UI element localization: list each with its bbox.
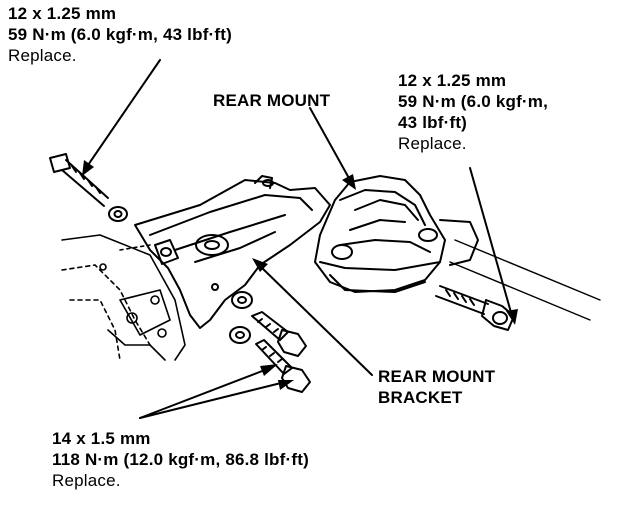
top-left-bolt-note: Replace. <box>8 46 77 65</box>
right-bolt-note: Replace. <box>398 134 467 153</box>
right-bolt-torque-line2: 43 lbf·ft) <box>398 113 468 132</box>
lower-bolts-note: Replace. <box>52 471 121 490</box>
rear-mount-bracket-line2: BRACKET <box>378 388 463 407</box>
chassis-frame <box>61 234 186 361</box>
top-left-bolt-size: 12 x 1.25 mm <box>8 4 117 23</box>
rear-mount <box>314 175 601 321</box>
right-bolt-size: 12 x 1.25 mm <box>398 71 507 90</box>
right-bolt-callout: 12 x 1.25 mm 59 N·m (6.0 kgf·m, 43 lbf·f… <box>398 70 548 154</box>
lower-bolts-callout: 14 x 1.5 mm 118 N·m (12.0 kgf·m, 86.8 lb… <box>52 428 309 491</box>
top-left-bolt-torque: 59 N·m (6.0 kgf·m, 43 lbf·ft) <box>8 25 232 44</box>
top-left-bolt-callout: 12 x 1.25 mm 59 N·m (6.0 kgf·m, 43 lbf·f… <box>8 3 232 66</box>
lower-bolts <box>229 291 311 393</box>
leader-lines <box>85 59 513 419</box>
rear-mount-bracket-callout: REAR MOUNT BRACKET <box>378 366 495 408</box>
lower-bolts-torque: 118 N·m (12.0 kgf·m, 86.8 lbf·ft) <box>52 450 309 469</box>
rear-mount-label: REAR MOUNT <box>213 91 331 110</box>
right-bolt-torque-line1: 59 N·m (6.0 kgf·m, <box>398 92 549 111</box>
arrow-heads <box>82 160 518 390</box>
lower-bolts-size: 14 x 1.5 mm <box>52 429 151 448</box>
rear-mount-bracket-line1: REAR MOUNT <box>378 367 496 386</box>
right-bolt <box>435 285 515 331</box>
